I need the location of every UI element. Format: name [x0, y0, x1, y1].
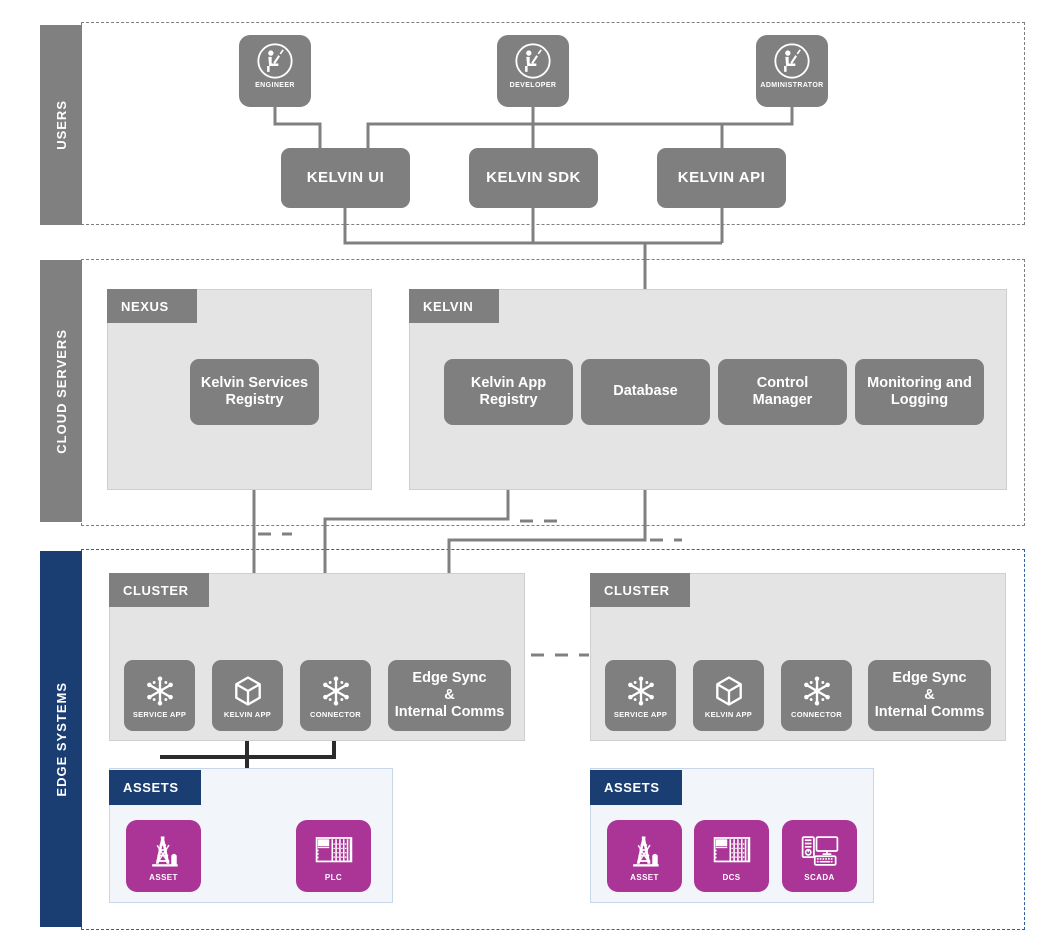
tile-label: KELVIN APP [223, 709, 272, 719]
node-control-manager[interactable]: Control Manager [718, 359, 847, 425]
tile-label: CONNECTOR [791, 709, 842, 719]
tile-label: SERVICE APP [132, 709, 187, 719]
persona-administrator[interactable]: ADMINISTRATOR [756, 35, 828, 107]
panel-tab-assets-2: ASSETS [590, 770, 682, 805]
asset-label: SCADA [804, 872, 835, 882]
panel-tab-assets-1: ASSETS [109, 770, 201, 805]
asset-tile-asset-1[interactable]: ASSET [126, 820, 201, 892]
asset-tile-scada-2[interactable]: SCADA [782, 820, 857, 892]
cube-icon [234, 675, 261, 706]
asset-label: PLC [324, 872, 343, 882]
tile-label: CONNECTOR [310, 709, 361, 719]
edge-sync-line3: Internal Comms [874, 704, 985, 721]
asset-label: ASSET [149, 872, 178, 882]
node-kelvin-app-registry[interactable]: Kelvin App Registry [444, 359, 573, 425]
tile-kelvin-app-1[interactable]: KELVIN APP [212, 660, 283, 731]
persona-label: DEVELOPER [509, 82, 557, 89]
asset-label: DCS [722, 872, 741, 882]
edge-sync-line3: Internal Comms [394, 704, 505, 721]
network-nodes-icon [322, 676, 349, 705]
tile-label: SERVICE APP [613, 709, 668, 719]
node-edge-sync-1[interactable]: Edge Sync & Internal Comms [388, 660, 511, 731]
tile-connector-2[interactable]: CONNECTOR [781, 660, 852, 731]
tile-label: KELVIN APP [704, 709, 753, 719]
node-edge-sync-2[interactable]: Edge Sync & Internal Comms [868, 660, 991, 731]
tile-service-app-1[interactable]: SERVICE APP [124, 660, 195, 731]
asset-tile-asset-2[interactable]: ASSET [607, 820, 682, 892]
dcs-module-icon [713, 836, 750, 862]
persona-engineer[interactable]: ENGINEER [239, 35, 311, 107]
tile-kelvin-app-2[interactable]: KELVIN APP [693, 660, 764, 731]
cube-icon [715, 675, 742, 706]
asset-tile-dcs-2[interactable]: DCS [694, 820, 769, 892]
node-kelvin-ui[interactable]: KELVIN UI [281, 148, 410, 208]
node-kelvin-services-registry[interactable]: Kelvin Services Registry [190, 359, 319, 425]
oil-derrick-icon [632, 835, 659, 867]
user-workstation-icon [257, 43, 293, 79]
user-workstation-icon [515, 43, 551, 79]
persona-label: ADMINISTRATOR [760, 82, 824, 89]
edge-sync-line1: Edge Sync [892, 669, 967, 686]
asset-label: ASSET [630, 872, 659, 882]
band-edge: EDGE SYSTEMS [40, 551, 82, 927]
edge-sync-line2: & [924, 686, 935, 703]
node-kelvin-api[interactable]: KELVIN API [657, 148, 786, 208]
persona-developer[interactable]: DEVELOPER [497, 35, 569, 107]
tile-connector-1[interactable]: CONNECTOR [300, 660, 371, 731]
network-nodes-icon [627, 676, 654, 705]
panel-tab-nexus: NEXUS [107, 289, 197, 323]
band-edge-label: EDGE SYSTEMS [53, 681, 69, 797]
plc-module-icon [315, 836, 352, 862]
tile-service-app-2[interactable]: SERVICE APP [605, 660, 676, 731]
band-cloud-label: CLOUD SERVERS [53, 328, 69, 454]
band-users: USERS [40, 25, 82, 225]
scada-computer-icon [801, 835, 838, 866]
network-nodes-icon [803, 676, 830, 705]
edge-sync-line2: & [444, 686, 455, 703]
persona-label: ENGINEER [255, 82, 295, 89]
panel-tab-cluster-2: CLUSTER [590, 573, 690, 607]
node-database[interactable]: Database [581, 359, 710, 425]
edge-sync-line1: Edge Sync [412, 669, 487, 686]
asset-tile-plc-1[interactable]: PLC [296, 820, 371, 892]
node-kelvin-sdk[interactable]: KELVIN SDK [469, 148, 598, 208]
panel-tab-kelvin: KELVIN [409, 289, 499, 323]
panel-tab-cluster-1: CLUSTER [109, 573, 209, 607]
band-cloud: CLOUD SERVERS [40, 260, 82, 522]
band-users-label: USERS [53, 100, 69, 150]
oil-derrick-icon [151, 835, 178, 867]
network-nodes-icon [146, 676, 173, 705]
node-monitoring-and-logging[interactable]: Monitoring and Logging [855, 359, 984, 425]
user-workstation-icon [774, 43, 810, 79]
